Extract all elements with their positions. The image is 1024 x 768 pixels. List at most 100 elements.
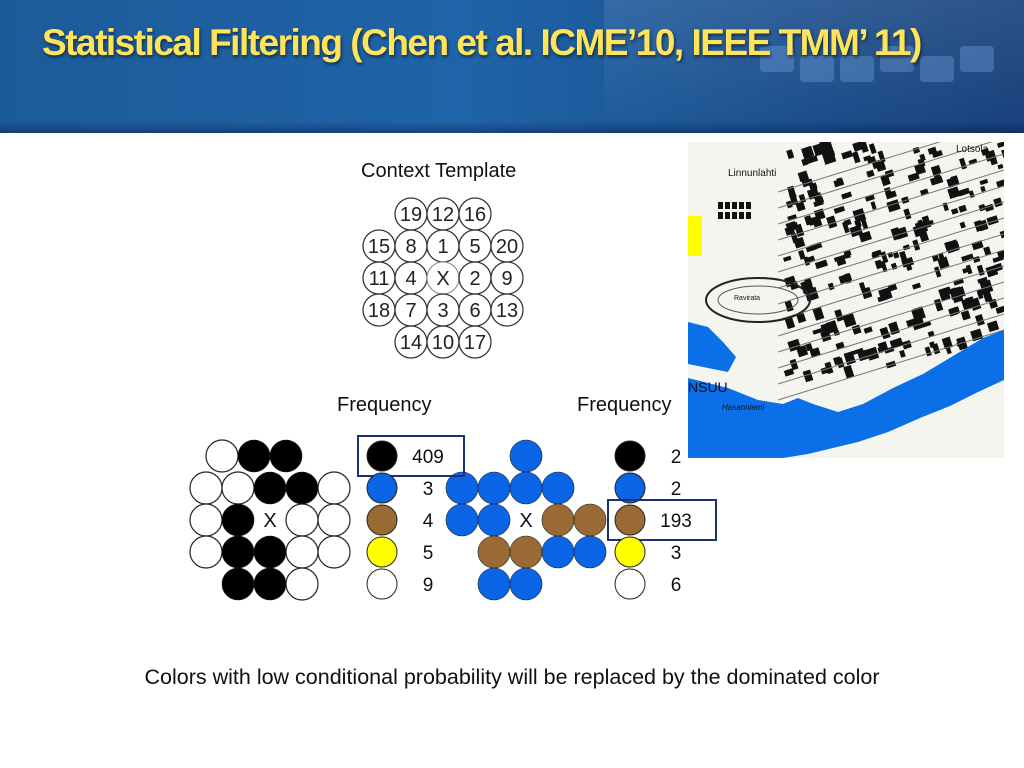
city-block — [785, 221, 796, 228]
right-frequency-value: 2 — [671, 479, 682, 500]
city-block — [843, 250, 852, 257]
template-cell-label: 3 — [437, 300, 448, 322]
city-block — [988, 298, 998, 309]
map-street — [777, 297, 1004, 369]
city-block — [959, 221, 966, 229]
city-block — [796, 312, 807, 324]
city-block — [887, 283, 898, 292]
city-block — [784, 317, 796, 330]
city-block — [986, 320, 1000, 333]
city-block — [929, 175, 944, 186]
left-color-swatch — [366, 440, 398, 472]
right-frequency-value: 6 — [671, 575, 682, 596]
right-neighborhood-pixel — [541, 535, 575, 569]
left-neighborhood-pixel — [285, 567, 319, 601]
city-block — [812, 327, 823, 335]
city-block — [992, 255, 1004, 263]
right-neighborhood-pixel — [573, 535, 607, 569]
city-block — [834, 309, 844, 322]
map-street — [777, 281, 1004, 353]
city-block — [907, 172, 920, 182]
city-block — [843, 351, 856, 366]
right-color-swatch — [614, 536, 646, 568]
city-block — [945, 239, 960, 254]
template-cell — [458, 325, 492, 359]
city-block — [934, 266, 942, 278]
city-block — [979, 178, 989, 186]
banner-square — [760, 46, 794, 72]
right-frequency-value: 193 — [660, 511, 692, 532]
right-neighborhood-pixel — [477, 503, 511, 537]
city-block — [797, 170, 810, 183]
city-block — [938, 286, 952, 297]
right-neighborhood-pixel — [541, 471, 575, 505]
left-neighborhood-pixel — [317, 535, 351, 569]
template-cell-label: 14 — [400, 332, 422, 354]
template-cell-label: 10 — [432, 332, 454, 354]
city-block — [933, 298, 944, 312]
city-block — [787, 214, 798, 222]
city-block — [980, 185, 986, 193]
city-block — [725, 202, 730, 209]
left-neighborhood-pixel — [221, 535, 255, 569]
city-block — [814, 196, 825, 205]
slide-title: Statistical Filtering (Chen et al. ICME’… — [42, 22, 922, 63]
city-block — [803, 256, 811, 266]
city-block — [843, 364, 855, 379]
city-block — [826, 215, 838, 229]
banner-square — [840, 56, 874, 82]
city-block — [825, 320, 839, 334]
city-block — [812, 142, 826, 157]
left-neighborhood-pixel — [221, 471, 255, 505]
city-block — [937, 256, 950, 269]
template-cell-label: 5 — [469, 236, 480, 258]
city-block — [804, 215, 813, 226]
city-block — [718, 202, 723, 209]
right-highlight-box — [607, 499, 717, 541]
template-cell-label: 4 — [405, 268, 416, 290]
city-block — [864, 194, 875, 202]
left-frequency-value: 409 — [412, 447, 444, 468]
left-color-swatch — [366, 568, 398, 600]
city-block — [851, 347, 864, 356]
city-block — [866, 169, 875, 178]
right-frequency-label: Frequency — [577, 394, 672, 416]
city-block — [783, 255, 792, 262]
template-cell-label: 20 — [496, 236, 518, 258]
right-neighborhood-pixel — [509, 439, 543, 473]
right-frequency-value: 2 — [671, 447, 682, 468]
river-shore — [688, 322, 736, 372]
city-block — [863, 155, 872, 162]
city-block — [877, 294, 889, 303]
city-block — [924, 346, 932, 357]
right-frequency-value: 3 — [671, 543, 682, 564]
city-block — [802, 369, 814, 383]
left-neighborhood-pixel — [189, 471, 223, 505]
left-color-swatch — [366, 536, 398, 568]
city-blocks — [718, 142, 1004, 401]
city-block — [812, 306, 825, 321]
right-neighborhood-pixel — [509, 471, 543, 505]
city-block — [996, 179, 1004, 188]
right-color-swatch — [614, 440, 646, 472]
city-block — [739, 212, 744, 219]
right-neighborhood-pixel — [477, 535, 511, 569]
map-street — [777, 313, 1004, 385]
left-neighborhood-pixel — [253, 567, 287, 601]
template-cell-label: X — [436, 268, 449, 290]
banner-square — [960, 46, 994, 72]
map-street — [777, 153, 1004, 225]
template-cell-label: 15 — [368, 236, 390, 258]
city-block — [1001, 148, 1004, 158]
city-block — [947, 186, 961, 200]
city-block — [952, 295, 964, 304]
city-block — [798, 249, 806, 260]
city-block — [718, 212, 723, 219]
left-neighborhood-pixel — [269, 439, 303, 473]
city-block — [786, 149, 795, 160]
city-block — [950, 207, 959, 215]
map-street — [777, 217, 1004, 289]
left-neighborhood-pixel — [285, 535, 319, 569]
city-block — [868, 143, 877, 155]
